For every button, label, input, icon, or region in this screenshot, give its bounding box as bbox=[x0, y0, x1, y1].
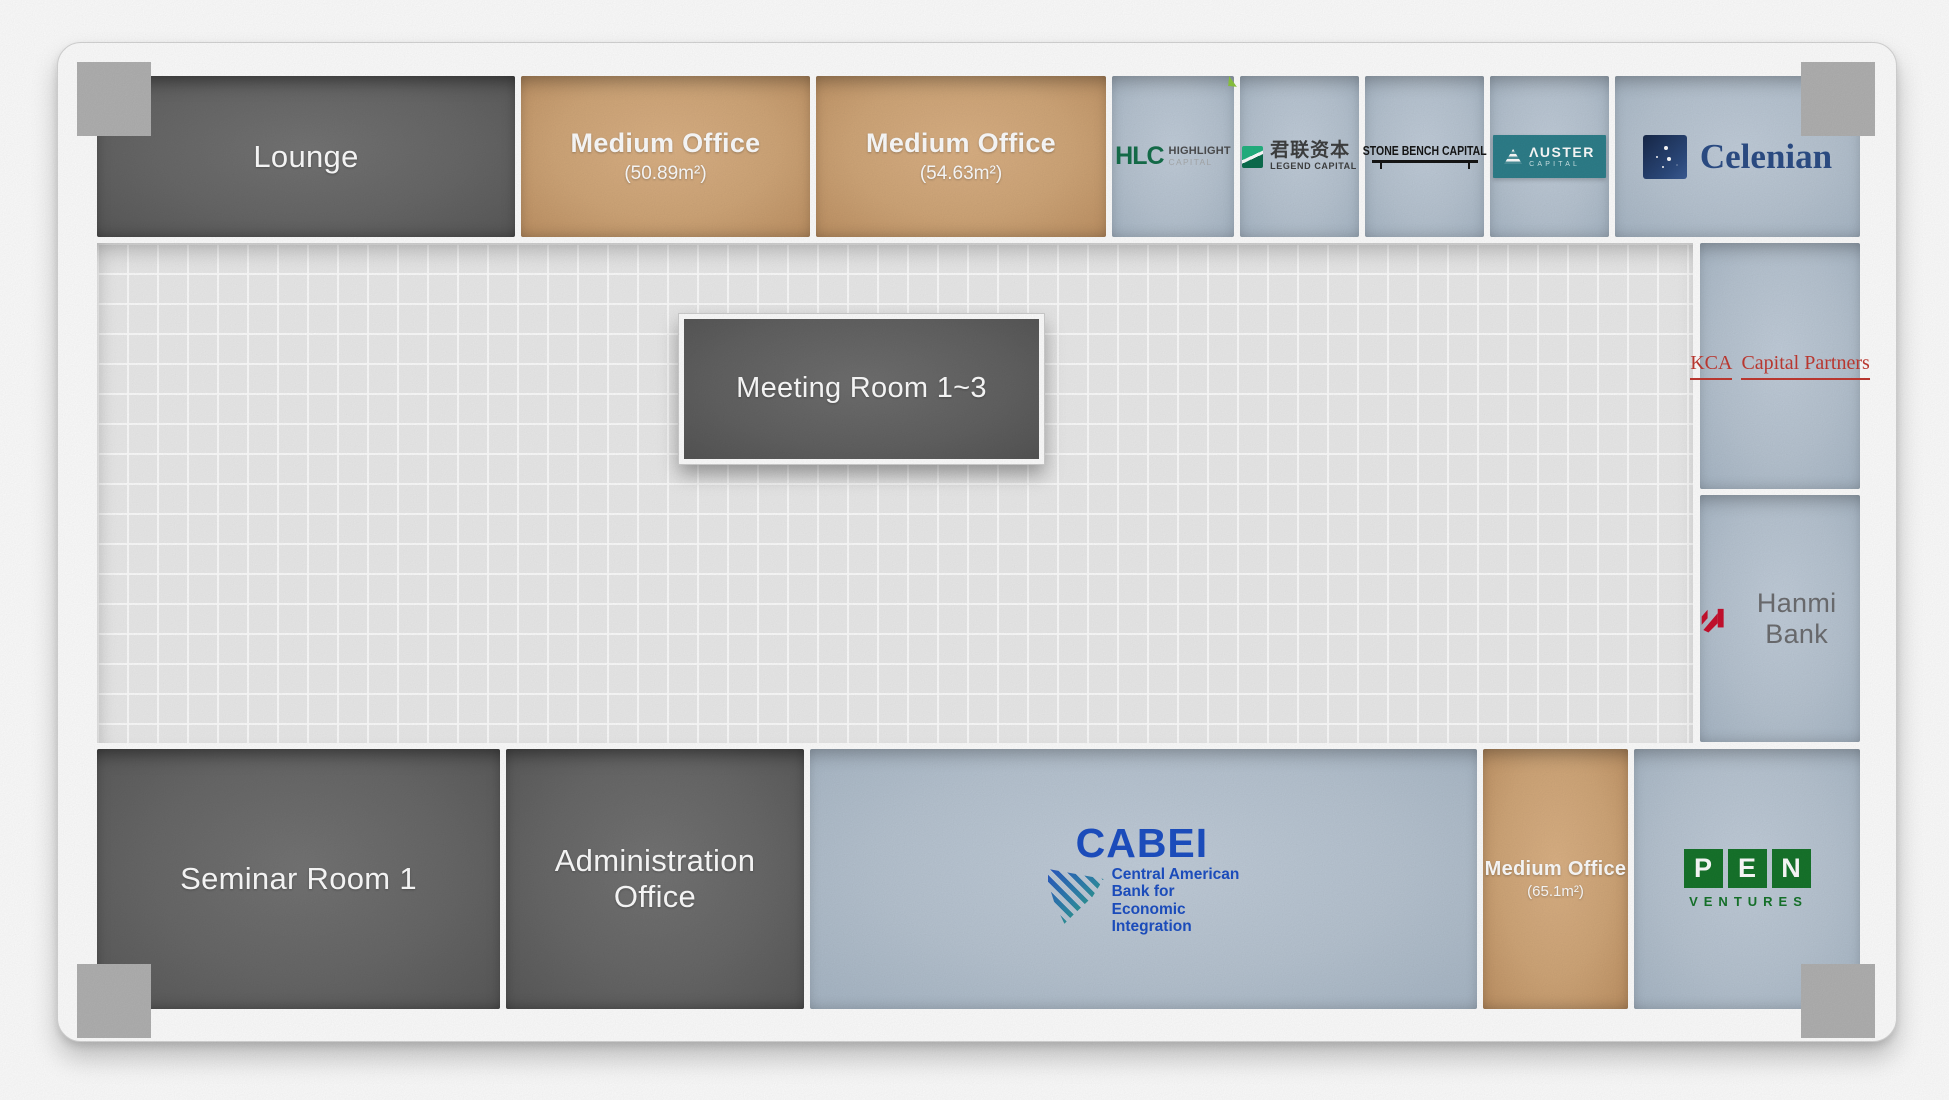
room-medium-office-1: Medium Office (50.89m²) bbox=[521, 76, 810, 237]
tenant-box-highlight-capital: HLC HIGHLIGHT CAPITAL bbox=[1112, 76, 1234, 237]
room-label: Lounge bbox=[253, 138, 359, 174]
hanmi-bank-wordmark: Hanmi Bank bbox=[1756, 587, 1837, 649]
tenant-box-legend-capital: 君联资本 LEGEND CAPITAL bbox=[1240, 76, 1359, 237]
pen-letter-tile: N bbox=[1771, 849, 1811, 888]
pen-ventures-logo: P E N VENTURES bbox=[1683, 849, 1811, 909]
room-label: Seminar Room 1 bbox=[180, 861, 417, 897]
pen-ventures-sub: VENTURES bbox=[1689, 894, 1808, 909]
kca-wordmark-part2: Capital Partners bbox=[1741, 352, 1870, 380]
room-area: (65.1m²) bbox=[1527, 883, 1584, 900]
room-medium-office-3: Medium Office (65.1m²) bbox=[1483, 749, 1628, 1009]
room-label: Medium Office bbox=[570, 127, 761, 158]
kca-capital-partners-logo: KCA Capital Partners bbox=[1690, 352, 1870, 380]
tenant-box-hanmi-bank: Hanmi Bank bbox=[1700, 495, 1860, 742]
tenant-box-auster-capital: ΛUSTER CAPITAL bbox=[1490, 76, 1609, 237]
corner-column-top-left bbox=[77, 62, 151, 136]
room-lounge: Lounge bbox=[97, 76, 515, 237]
auster-mountain-icon bbox=[1504, 148, 1523, 164]
celenian-wordmark: Celenian bbox=[1699, 136, 1833, 176]
cabei-wordmark: CABEI bbox=[1075, 819, 1209, 866]
room-label: Meeting Room 1~3 bbox=[736, 372, 987, 405]
cabei-logo: CABEI Central American Bank for Economic… bbox=[1047, 819, 1240, 935]
room-area: (54.63m²) bbox=[919, 163, 1003, 185]
celenian-logo: Celenian bbox=[1642, 134, 1833, 179]
legend-cn-name: 君联资本 bbox=[1270, 140, 1351, 162]
legend-capital-icon bbox=[1242, 145, 1264, 168]
hlc-name-line1: HIGHLIGHT bbox=[1168, 145, 1231, 158]
pen-letter-tile: E bbox=[1727, 849, 1767, 888]
tenant-box-stone-bench-capital: STONE BENCH CAPITAL bbox=[1363, 76, 1486, 237]
auster-wordmark: ΛUSTER bbox=[1529, 144, 1595, 161]
stone-bench-capital-logo: STONE BENCH CAPITAL bbox=[1351, 144, 1498, 170]
legend-en-name: LEGEND CAPITAL bbox=[1270, 161, 1357, 171]
hlc-wordmark: HLC bbox=[1115, 142, 1164, 170]
auster-capital-logo: ΛUSTER CAPITAL bbox=[1493, 135, 1606, 178]
hanmi-bank-icon bbox=[1701, 608, 1724, 633]
room-administration-office: Administration Office bbox=[506, 749, 804, 1009]
hanmi-bank-logo: Hanmi Bank bbox=[1700, 588, 1860, 650]
room-medium-office-2: Medium Office (54.63m²) bbox=[816, 76, 1106, 237]
highlight-capital-logo: HLC HIGHLIGHT CAPITAL bbox=[1115, 142, 1231, 171]
room-seminar-1: Seminar Room 1 bbox=[97, 749, 500, 1009]
cabei-full-name: Central American Bank for Economic Integ… bbox=[1111, 865, 1240, 935]
corner-column-bottom-right bbox=[1801, 964, 1875, 1038]
room-meeting-1-3: Meeting Room 1~3 bbox=[678, 313, 1045, 465]
celenian-constellation-icon bbox=[1642, 134, 1687, 179]
corner-column-bottom-left bbox=[77, 964, 151, 1038]
pen-letter-tile: P bbox=[1683, 849, 1723, 888]
room-label: Medium Office bbox=[1484, 858, 1627, 880]
legend-capital-logo: 君联资本 LEGEND CAPITAL bbox=[1242, 140, 1357, 172]
corner-column-top-right bbox=[1801, 62, 1875, 136]
hlc-name-line2: CAPITAL bbox=[1168, 156, 1213, 167]
room-label: Administration Office bbox=[554, 843, 756, 914]
stone-bench-wordmark: STONE BENCH CAPITAL bbox=[1362, 143, 1487, 158]
room-label: Medium Office bbox=[866, 127, 1056, 158]
stone-bench-icon bbox=[1371, 159, 1478, 170]
cabei-fan-icon bbox=[1047, 868, 1104, 924]
auster-sub: CAPITAL bbox=[1529, 160, 1581, 168]
kca-wordmark-part1: KCA bbox=[1690, 352, 1733, 380]
room-area: (50.89m²) bbox=[624, 163, 707, 185]
tenant-box-cabei: CABEI Central American Bank for Economic… bbox=[810, 749, 1477, 1009]
tenant-box-kca-capital-partners: KCA Capital Partners bbox=[1690, 243, 1870, 489]
